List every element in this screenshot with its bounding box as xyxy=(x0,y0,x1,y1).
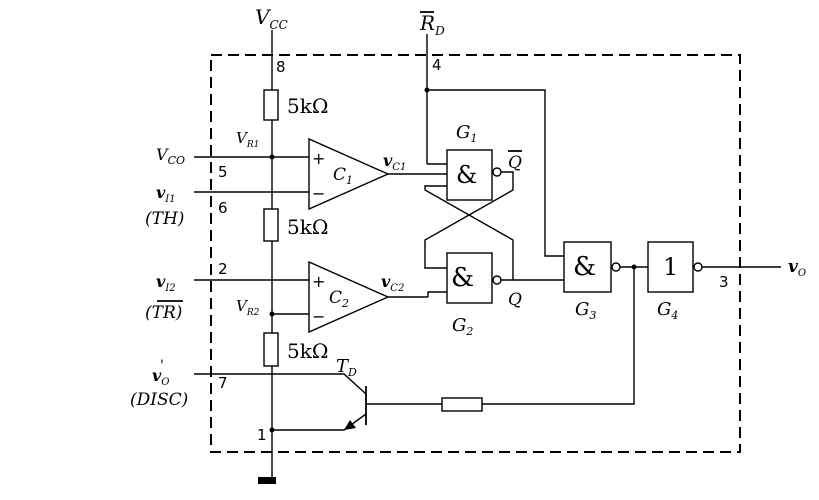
pin-8: 8 xyxy=(276,58,286,76)
g1-symbol: & xyxy=(456,161,477,189)
gate-g2 xyxy=(446,252,493,304)
vo-prime-label: vO xyxy=(152,366,170,388)
pin-3: 3 xyxy=(719,273,729,291)
vi2-label: vI2 xyxy=(156,272,176,294)
ground-symbol xyxy=(258,477,276,484)
th-label: (TH) xyxy=(145,209,184,229)
resistor-1 xyxy=(263,89,279,121)
c2-label: C2 xyxy=(329,288,349,310)
td-label: TD xyxy=(336,356,357,379)
g4-inverter-bubble xyxy=(693,262,703,272)
emitter-arrow xyxy=(344,420,356,430)
c1-minus: − xyxy=(312,184,325,203)
vi1-label: vI1 xyxy=(156,183,176,205)
base-resistor xyxy=(441,397,483,412)
vr1-label: VR1 xyxy=(236,129,259,150)
c1-plus: + xyxy=(312,149,325,168)
rd-label: RD xyxy=(419,11,445,38)
comparator-c1 xyxy=(308,137,390,211)
resistor-3-value: 5kΩ xyxy=(287,339,328,363)
c2-plus: + xyxy=(312,272,325,291)
vco-label: VCO xyxy=(156,145,185,167)
vr2-label: VR2 xyxy=(236,297,260,318)
g3-label: G3 xyxy=(575,299,596,322)
resistor-1-value: 5kΩ xyxy=(287,94,328,118)
g2-inverter-bubble xyxy=(492,275,502,285)
pin-4: 4 xyxy=(432,56,442,74)
reset-to-g3-wire xyxy=(427,89,564,257)
qbar-label: Q xyxy=(508,153,522,173)
vo-prime-mark: ' xyxy=(160,358,164,374)
chip-boundary xyxy=(210,54,741,453)
g3-symbol: & xyxy=(573,252,596,282)
g4-label: G4 xyxy=(657,299,678,322)
pin-5: 5 xyxy=(218,163,228,181)
resistor-2-value: 5kΩ xyxy=(287,215,328,239)
pin-2: 2 xyxy=(218,260,228,278)
vc2-to-g2-wire xyxy=(427,291,447,297)
resistor-2 xyxy=(263,208,279,242)
gate-g4 xyxy=(647,241,694,293)
comparator-c2 xyxy=(308,260,390,334)
g2-symbol: & xyxy=(451,263,474,293)
g1-label: G1 xyxy=(456,122,477,145)
pin-7: 7 xyxy=(218,374,228,392)
c2-minus: − xyxy=(312,307,325,326)
disc-label: (DISC) xyxy=(130,390,188,410)
g3-inverter-bubble xyxy=(611,262,621,272)
q-feedback-wire xyxy=(424,185,514,281)
resistor-3 xyxy=(263,332,279,367)
collector-wire xyxy=(194,373,367,395)
g4-symbol: 1 xyxy=(663,253,678,281)
g1-inverter-bubble xyxy=(492,167,502,177)
g2-label: G2 xyxy=(452,315,473,338)
pin-6: 6 xyxy=(218,199,228,217)
vo-label: vO xyxy=(788,257,806,279)
gate-g3 xyxy=(563,241,612,293)
vc2-label: vC2 xyxy=(381,272,404,294)
g3-to-base-wire xyxy=(482,267,635,405)
vcc-label: VCC xyxy=(255,5,288,32)
gate-g1 xyxy=(446,149,493,201)
c1-label: C1 xyxy=(333,165,353,187)
tr-label: (TR) xyxy=(145,303,182,323)
q-label: Q xyxy=(508,290,522,310)
vc1-label: vC1 xyxy=(383,151,406,173)
pin-1: 1 xyxy=(257,426,267,444)
